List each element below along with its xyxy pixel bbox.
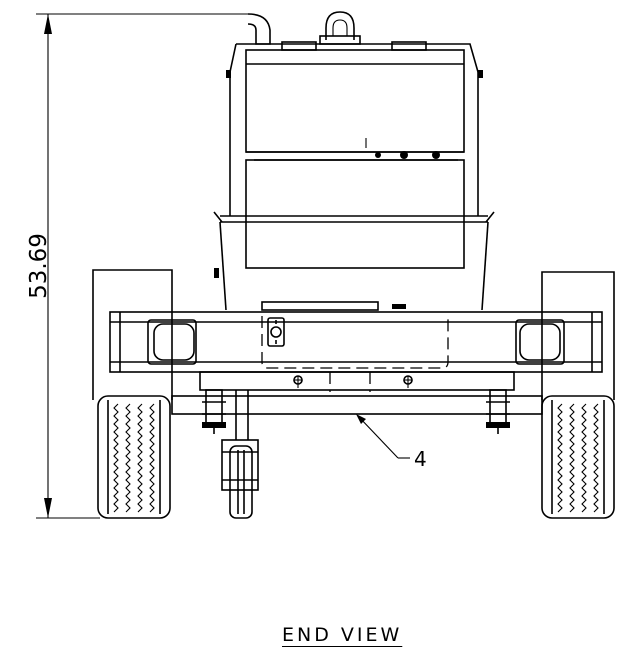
left-wheel xyxy=(97,395,171,519)
lifting-eye xyxy=(319,11,361,45)
left-fender xyxy=(92,269,173,400)
plate-lamp xyxy=(267,317,285,347)
hidden-rear-panel xyxy=(261,316,449,369)
right-tail-light xyxy=(515,319,565,365)
frame xyxy=(199,371,515,392)
height-dimension: 53.69 xyxy=(26,13,252,519)
fittings xyxy=(246,151,464,161)
left-tail-light xyxy=(147,319,197,365)
axle xyxy=(171,395,543,415)
part-callout: 4 xyxy=(356,414,427,471)
right-spring-hanger xyxy=(486,389,510,434)
left-spring-hanger xyxy=(202,389,226,434)
right-fender xyxy=(541,271,615,400)
dimension-label: 53.69 xyxy=(26,233,52,299)
view-title: END VIEW xyxy=(282,624,403,646)
callout-label: 4 xyxy=(414,447,427,471)
upper-enclosure xyxy=(226,41,483,216)
tongue-jack xyxy=(221,390,259,519)
right-wheel xyxy=(541,395,615,519)
rear-bumper xyxy=(109,311,603,373)
lower-enclosure xyxy=(213,159,495,311)
exhaust-elbow xyxy=(247,13,271,45)
